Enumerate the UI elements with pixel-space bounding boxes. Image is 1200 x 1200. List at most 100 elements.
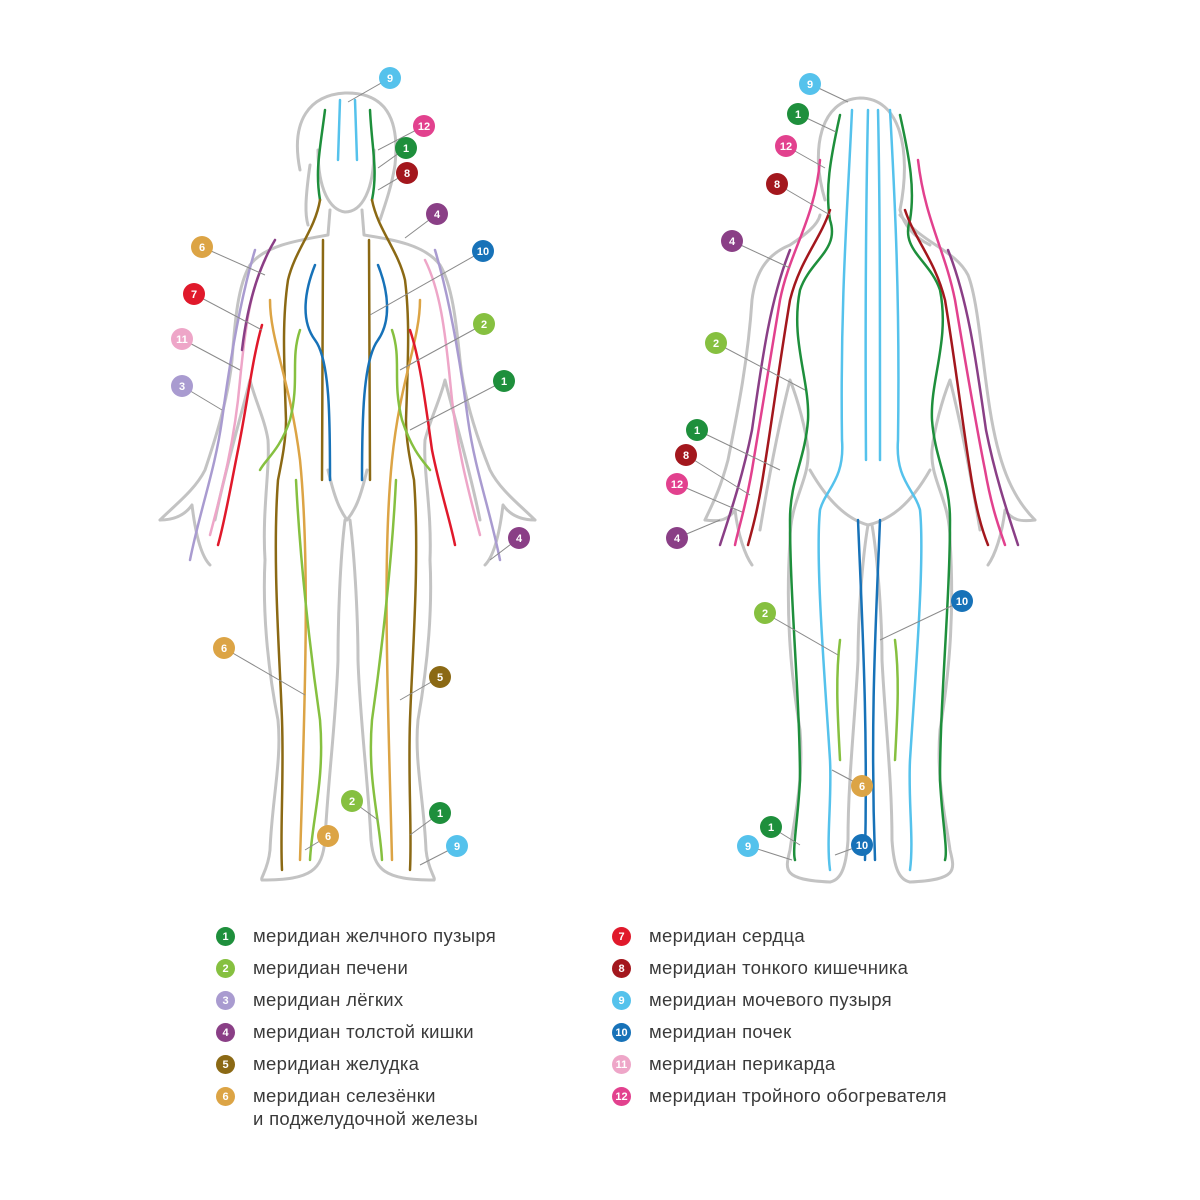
svg-text:11: 11 xyxy=(176,334,188,346)
legend-item: 8 меридиан тонкого кишечника xyxy=(612,956,947,979)
svg-text:1: 1 xyxy=(795,109,801,121)
front-body-outline xyxy=(158,91,537,882)
legend-label: меридиан толстой кишки xyxy=(253,1021,474,1042)
callout-6: 6 xyxy=(317,825,339,847)
callout-2: 2 xyxy=(473,313,495,335)
callout-9: 9 xyxy=(379,67,401,89)
callout-2: 2 xyxy=(341,790,363,812)
callout-10: 10 xyxy=(951,590,973,612)
svg-text:8: 8 xyxy=(774,179,780,191)
legend-item: 4 меридиан толстой кишки xyxy=(216,1020,496,1043)
legend-item: 9 меридиан мочевого пузыря xyxy=(612,988,947,1011)
svg-text:7: 7 xyxy=(191,289,197,301)
legend-label: меридиан мочевого пузыря xyxy=(649,989,892,1010)
callout-1: 1 xyxy=(395,137,417,159)
svg-text:1: 1 xyxy=(437,808,443,820)
svg-text:4: 4 xyxy=(434,209,441,221)
svg-text:8: 8 xyxy=(404,168,410,180)
svg-text:5: 5 xyxy=(437,672,443,684)
svg-text:1: 1 xyxy=(768,822,774,834)
legend-badge: 3 xyxy=(216,991,235,1010)
svg-text:12: 12 xyxy=(418,121,430,133)
svg-text:9: 9 xyxy=(745,841,751,853)
svg-text:10: 10 xyxy=(477,246,489,258)
callout-1: 1 xyxy=(493,370,515,392)
callout-10: 10 xyxy=(472,240,494,262)
legend-badge: 4 xyxy=(216,1023,235,1042)
legend-label: меридиан тонкого кишечника xyxy=(649,957,909,978)
legend-item: 6 меридиан селезёнки и поджелудочной жел… xyxy=(216,1084,496,1130)
svg-text:2: 2 xyxy=(349,796,355,808)
legend-badge: 12 xyxy=(612,1087,631,1106)
callout-9: 9 xyxy=(446,835,468,857)
callout-1: 1 xyxy=(686,419,708,441)
legend-label: меридиан печени xyxy=(253,957,409,978)
svg-text:4: 4 xyxy=(729,236,736,248)
legend-badge: 7 xyxy=(612,927,631,946)
legend-item: 7 меридиан сердца xyxy=(612,924,947,947)
svg-text:9: 9 xyxy=(387,73,393,85)
legend-item: 10 меридиан почек xyxy=(612,1020,947,1043)
legend-label: меридиан сердца xyxy=(649,925,805,946)
legend-label: меридиан перикарда xyxy=(649,1053,836,1074)
svg-text:2: 2 xyxy=(713,338,719,350)
legend-badge: 9 xyxy=(612,991,631,1010)
legend-left: 1 меридиан желчного пузыря 2 меридиан пе… xyxy=(216,924,496,1139)
legend-badge: 11 xyxy=(612,1055,631,1074)
callout-9: 9 xyxy=(737,835,759,857)
legend-badge: 5 xyxy=(216,1055,235,1074)
callout-8: 8 xyxy=(396,162,418,184)
callout-6: 6 xyxy=(191,236,213,258)
legend-item: 2 меридиан печени xyxy=(216,956,496,979)
callout-11: 11 xyxy=(171,328,193,350)
legend-item: 11 меридиан перикарда xyxy=(612,1052,947,1075)
legend-badge: 8 xyxy=(612,959,631,978)
legend-label: меридиан тройного обогревателя xyxy=(649,1085,947,1106)
front-meridian-lines xyxy=(188,98,502,872)
legend-label-line1: меридиан селезёнки xyxy=(253,1085,436,1106)
legend-item: 3 меридиан лёгких xyxy=(216,988,496,1011)
callout-leaders xyxy=(181,77,963,866)
callout-4: 4 xyxy=(426,203,448,225)
callout-8: 8 xyxy=(675,444,697,466)
callout-9: 9 xyxy=(799,73,821,95)
legend-item: 12 меридиан тройного обогревателя xyxy=(612,1084,947,1107)
legend-label: меридиан лёгких xyxy=(253,989,404,1010)
callout-6: 6 xyxy=(851,775,873,797)
back-callouts: 9 1 12 8 4 2 1 8 12 4 2 10 6 1 10 9 xyxy=(666,73,973,857)
svg-text:6: 6 xyxy=(221,643,227,655)
svg-text:4: 4 xyxy=(674,533,681,545)
callout-4: 4 xyxy=(666,527,688,549)
legend-badge: 6 xyxy=(216,1087,235,1106)
legend-item: 5 меридиан желудка xyxy=(216,1052,496,1075)
svg-text:3: 3 xyxy=(179,381,185,393)
svg-text:4: 4 xyxy=(516,533,523,545)
svg-text:1: 1 xyxy=(501,376,507,388)
svg-text:12: 12 xyxy=(780,141,792,153)
svg-text:12: 12 xyxy=(671,479,683,491)
svg-text:2: 2 xyxy=(762,608,768,620)
legend-right: 7 меридиан сердца 8 меридиан тонкого киш… xyxy=(612,924,947,1116)
callout-5: 5 xyxy=(429,666,451,688)
callout-3: 3 xyxy=(171,375,193,397)
svg-text:2: 2 xyxy=(481,319,487,331)
callout-2: 2 xyxy=(754,602,776,624)
svg-text:9: 9 xyxy=(807,79,813,91)
front-callouts: 9 12 1 8 4 6 10 7 2 11 1 3 4 6 5 2 1 6 9 xyxy=(171,67,530,857)
svg-text:1: 1 xyxy=(403,143,409,155)
legend-label-line2: и поджелудочной железы xyxy=(253,1108,479,1129)
callout-1: 1 xyxy=(787,103,809,125)
svg-text:6: 6 xyxy=(859,781,865,793)
svg-text:9: 9 xyxy=(454,841,460,853)
svg-text:10: 10 xyxy=(856,840,868,852)
callout-1: 1 xyxy=(760,816,782,838)
legend-label: меридиан почек xyxy=(649,1021,792,1042)
svg-text:6: 6 xyxy=(325,831,331,843)
svg-text:6: 6 xyxy=(199,242,205,254)
callout-1: 1 xyxy=(429,802,451,824)
callout-12: 12 xyxy=(413,115,435,137)
svg-text:8: 8 xyxy=(683,450,689,462)
callout-7: 7 xyxy=(183,283,205,305)
legend-label: меридиан желчного пузыря xyxy=(253,925,497,946)
callout-8: 8 xyxy=(766,173,788,195)
